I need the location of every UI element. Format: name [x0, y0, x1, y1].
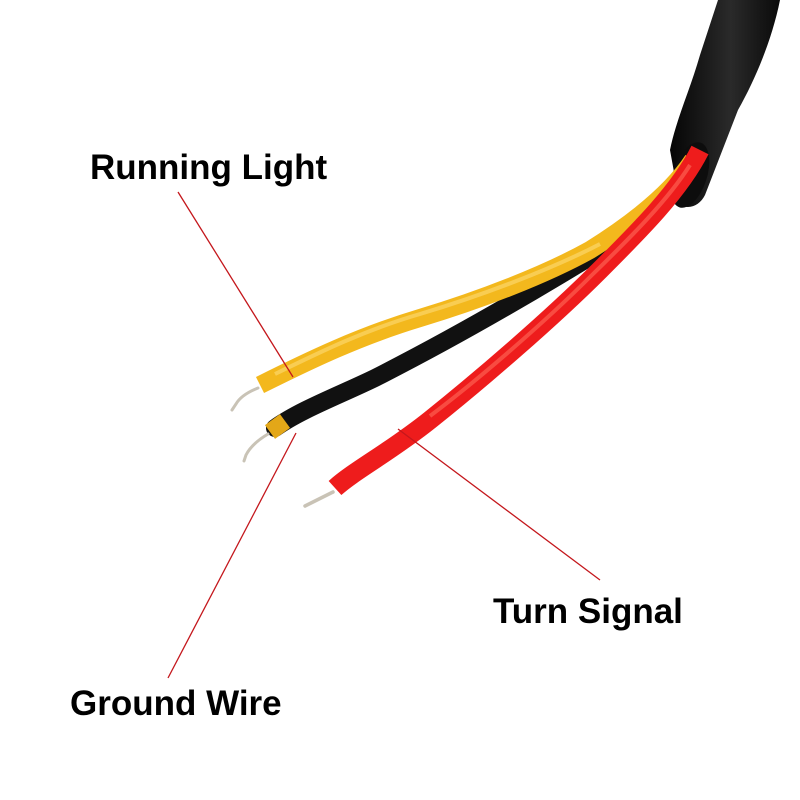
turn-signal-wire-highlight — [428, 163, 692, 418]
turn-signal-wire-tip — [303, 490, 335, 508]
ground-wire-tip — [242, 432, 270, 463]
running-light-wire-tip — [230, 386, 260, 412]
ground-wire-label: Ground Wire — [70, 684, 282, 723]
turn-signal-leader-line — [397, 428, 601, 581]
ground-wire-insulation-end — [264, 414, 291, 439]
running-light-wire-highlight — [274, 242, 601, 376]
running-light-label: Running Light — [90, 148, 328, 187]
turn-signal-label: Turn Signal — [493, 592, 683, 631]
running-light-leader-line — [177, 191, 294, 378]
ground-wire-leader-line — [167, 432, 297, 679]
